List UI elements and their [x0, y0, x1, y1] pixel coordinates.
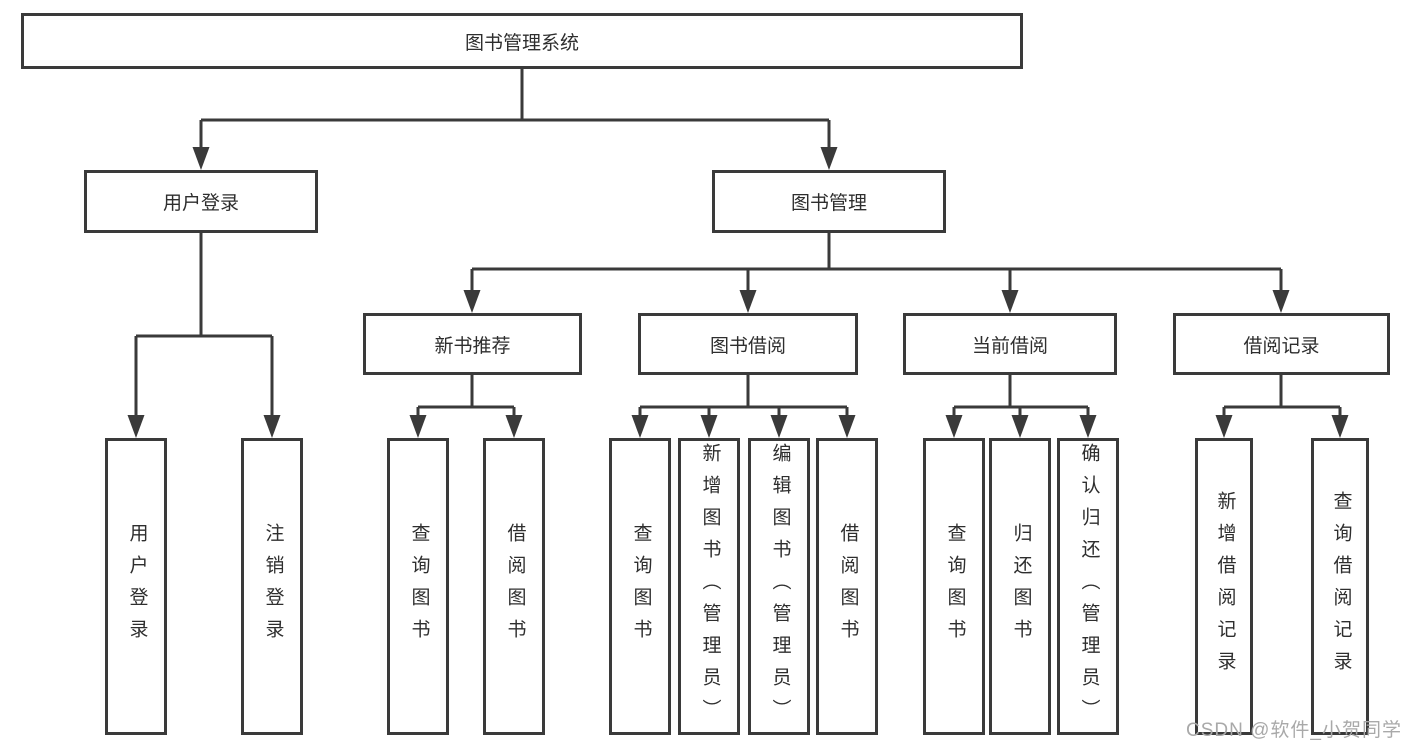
- leaf-borrowing-query-books: 查询图书: [609, 438, 671, 735]
- leaf-borrowing-edit-books: 编辑图书（管理员）: [748, 438, 810, 735]
- leaf-records-add-record-label: 新增借阅记录: [1214, 490, 1236, 683]
- node-borrowing-records: 借阅记录: [1173, 313, 1390, 375]
- leaf-current-query-books-label: 查询图书: [944, 522, 966, 651]
- leaf-recommend-borrow-books: 借阅图书: [483, 438, 545, 735]
- node-current-borrowing: 当前借阅: [903, 313, 1117, 375]
- leaf-records-add-record: 新增借阅记录: [1195, 438, 1253, 735]
- node-user-login: 用户登录: [84, 170, 318, 233]
- leaf-borrowing-add-books-label: 新增图书（管理员）: [699, 442, 721, 731]
- node-book-management: 图书管理: [712, 170, 946, 233]
- leaf-borrowing-add-books: 新增图书（管理员）: [678, 438, 740, 735]
- leaf-current-return-books-label: 归还图书: [1010, 522, 1032, 651]
- leaf-current-confirm-return: 确认归还（管理员）: [1057, 438, 1119, 735]
- leaf-borrowing-query-books-label: 查询图书: [630, 522, 652, 651]
- leaf-current-query-books: 查询图书: [923, 438, 985, 735]
- leaf-user-login-label: 用户登录: [126, 522, 148, 651]
- leaf-recommend-query-books-label: 查询图书: [408, 522, 430, 651]
- leaf-logout: 注销登录: [241, 438, 303, 735]
- node-new-book-recommend: 新书推荐: [363, 313, 582, 375]
- leaf-records-query-record: 查询借阅记录: [1311, 438, 1369, 735]
- node-book-borrowing: 图书借阅: [638, 313, 858, 375]
- leaf-records-query-record-label: 查询借阅记录: [1330, 490, 1352, 683]
- leaf-current-confirm-return-label: 确认归还（管理员）: [1078, 442, 1100, 731]
- leaf-borrowing-edit-books-label: 编辑图书（管理员）: [769, 442, 791, 731]
- leaf-recommend-borrow-books-label: 借阅图书: [504, 522, 526, 651]
- leaf-borrowing-borrow-books-label: 借阅图书: [837, 522, 859, 651]
- leaf-logout-label: 注销登录: [262, 522, 284, 651]
- leaf-user-login: 用户登录: [105, 438, 167, 735]
- watermark: CSDN @软件_小贺同学: [1186, 720, 1402, 741]
- leaf-recommend-query-books: 查询图书: [387, 438, 449, 735]
- leaf-current-return-books: 归还图书: [989, 438, 1051, 735]
- leaf-borrowing-borrow-books: 借阅图书: [816, 438, 878, 735]
- node-root: 图书管理系统: [21, 13, 1023, 69]
